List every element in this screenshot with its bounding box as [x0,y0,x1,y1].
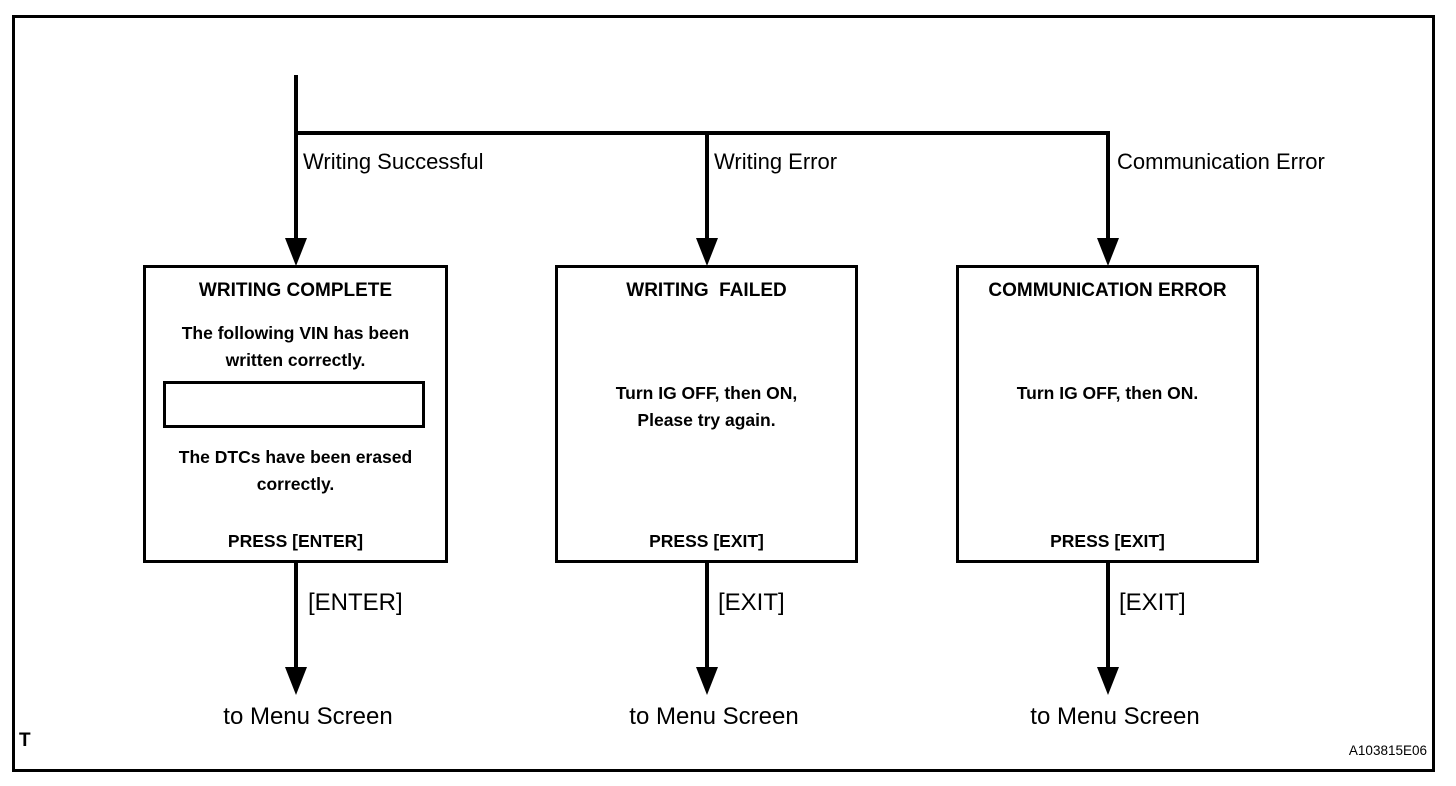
screen-box-writing-failed: WRITING FAILED Turn IG OFF, then ON, Ple… [555,265,858,563]
destination-label-menu-screen: to Menu Screen [1030,703,1200,730]
screen-box-title: COMMUNICATION ERROR [988,280,1227,301]
branch-condition-label-communication-error: Communication Error [1117,149,1325,174]
connector-exit-branch-2 [705,563,709,668]
arrow-down-icon [696,238,718,266]
screen-box-title: WRITING COMPLETE [198,280,393,301]
message-line: Please try again. [637,410,776,430]
message-line: Turn IG OFF, then ON. [1016,383,1199,403]
screen-box-message: The following VIN has been written corre… [146,320,445,374]
arrow-down-icon [696,667,718,695]
connector-stem-branch-3 [1106,131,1110,239]
message-line: written correctly. [225,350,366,370]
connector-exit-branch-1 [294,563,298,668]
screen-box-message: Turn IG OFF, then ON, Please try again. [558,380,855,434]
arrow-down-icon [285,238,307,266]
diagram-border [12,15,1435,772]
connector-stem-branch-1 [294,75,298,239]
arrow-down-icon [1097,667,1119,695]
message-line: correctly. [256,474,335,494]
screen-box-message: Turn IG OFF, then ON. [959,380,1256,407]
key-label-exit: [EXIT] [1119,589,1186,616]
press-instruction: PRESS [EXIT] [1050,531,1165,551]
key-label-enter: [ENTER] [308,589,403,616]
screen-box-title: WRITING FAILED [626,280,787,301]
message-line: The DTCs have been erased [178,447,413,467]
arrow-down-icon [1097,238,1119,266]
vin-value-field [163,381,425,428]
destination-label-menu-screen: to Menu Screen [629,703,799,730]
connector-stem-branch-2 [705,131,709,239]
screen-box-writing-complete: WRITING COMPLETE The following VIN has b… [143,265,448,563]
branch-condition-label-writing-successful: Writing Successful [303,149,484,174]
connector-exit-branch-3 [1106,563,1110,668]
figure-code: A103815E06 [1348,743,1427,758]
arrow-down-icon [285,667,307,695]
key-label-exit: [EXIT] [718,589,785,616]
destination-label-menu-screen: to Menu Screen [223,703,393,730]
branch-condition-label-writing-error: Writing Error [714,149,838,174]
press-instruction: PRESS [EXIT] [649,531,764,551]
message-line: The following VIN has been [181,323,410,343]
message-line: Turn IG OFF, then ON, [615,383,798,403]
page-marker: T [19,730,31,751]
screen-box-communication-error: COMMUNICATION ERROR Turn IG OFF, then ON… [956,265,1259,563]
connector-horizontal-bar [294,131,1110,135]
press-instruction: PRESS [ENTER] [227,531,364,551]
screen-box-message: The DTCs have been erased correctly. [146,444,445,498]
